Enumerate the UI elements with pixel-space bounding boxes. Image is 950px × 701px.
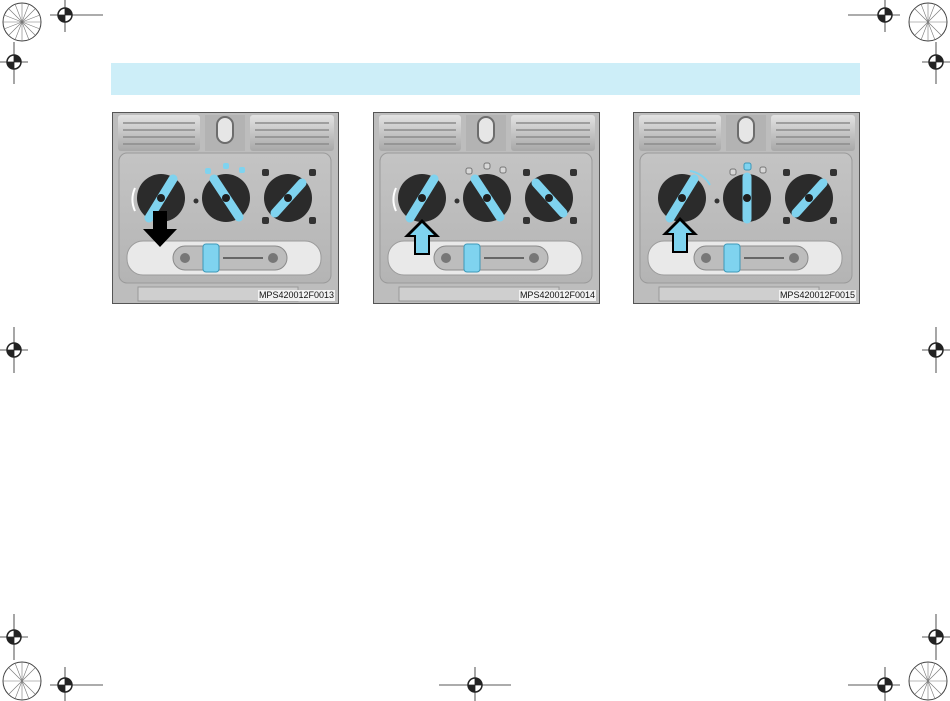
figure-2: MPS420012F0014 (373, 112, 600, 304)
figure-code-label: MPS420012F0013 (258, 290, 335, 301)
hvac-panel-illustration (634, 113, 859, 303)
vent-left-icon (639, 115, 721, 151)
vent-left-icon (379, 115, 461, 151)
registration-mark-bottom-right (840, 655, 950, 701)
hvac-panel-illustration (113, 113, 338, 303)
registration-mark-bottom-left (0, 655, 110, 701)
section-header-band (111, 63, 860, 95)
registration-mark-right-upper (920, 40, 950, 90)
figure-code-label: MPS420012F0014 (519, 290, 596, 301)
registration-mark-left-middle (0, 325, 30, 375)
hvac-panel-illustration (374, 113, 599, 303)
vent-left-icon (118, 115, 200, 151)
figure-3: MPS420012F0015 (633, 112, 860, 304)
registration-mark-left-upper (0, 40, 30, 90)
figure-code-label: MPS420012F0015 (779, 290, 856, 301)
registration-mark-right-middle (920, 325, 950, 375)
figure-1: MPS420012F0013 (112, 112, 339, 304)
registration-mark-bottom-center (435, 665, 515, 701)
